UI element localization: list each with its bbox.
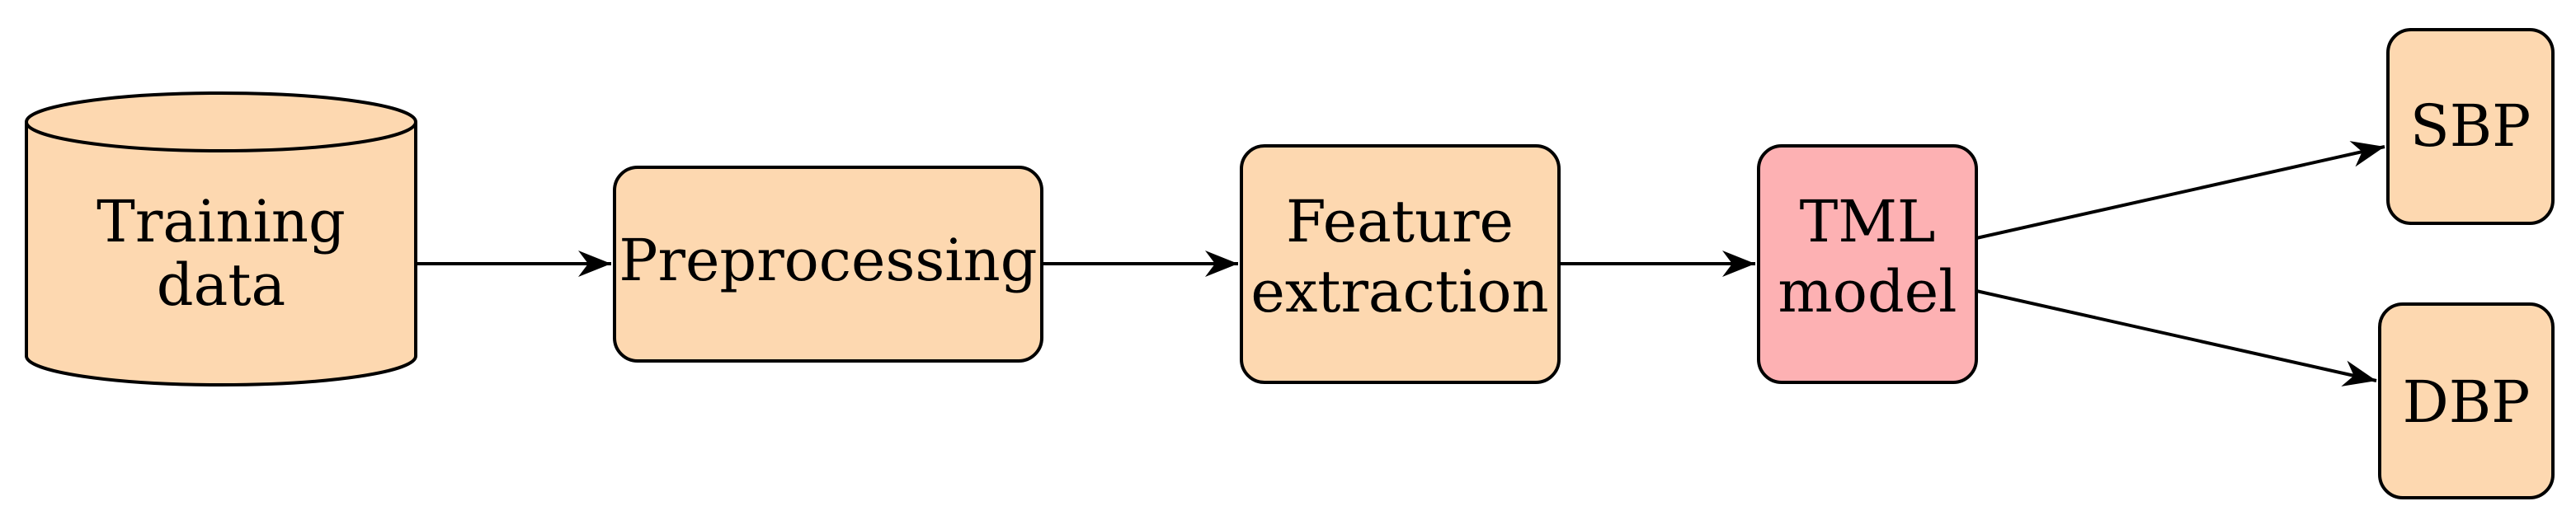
training-data-label-line1: Training xyxy=(97,188,346,255)
feature-extraction-label-line1: Feature xyxy=(1286,188,1514,255)
tml-model-box xyxy=(1757,144,1978,384)
training-data-cylinder-top xyxy=(25,91,417,152)
feature-extraction-box xyxy=(1240,144,1561,384)
sbp-box xyxy=(2386,28,2555,225)
preprocessing-box xyxy=(613,166,1043,363)
tml-model-node: TML model xyxy=(1757,144,1978,384)
tml-model-label-line2: model xyxy=(1778,258,1957,326)
edge-model-to-dbp xyxy=(1976,289,2377,386)
sbp-label: SBP xyxy=(2410,92,2531,160)
edge-model-to-sbp xyxy=(1976,141,2385,240)
edges xyxy=(416,141,2385,386)
tml-model-label-line1: TML xyxy=(1800,188,1936,255)
training-data-node: Training data xyxy=(25,91,417,386)
feature-extraction-node: Feature extraction xyxy=(1240,144,1561,384)
preprocessing-label: Preprocessing xyxy=(619,227,1037,294)
dbp-box xyxy=(2378,302,2555,499)
dbp-node: DBP xyxy=(2378,302,2555,499)
sbp-node: SBP xyxy=(2386,28,2555,225)
training-data-label-line2: data xyxy=(157,251,285,319)
preprocessing-node: Preprocessing xyxy=(613,166,1043,363)
training-data-cylinder-body xyxy=(25,122,417,386)
dbp-label: DBP xyxy=(2403,368,2531,436)
feature-extraction-label-line2: extraction xyxy=(1250,258,1548,326)
